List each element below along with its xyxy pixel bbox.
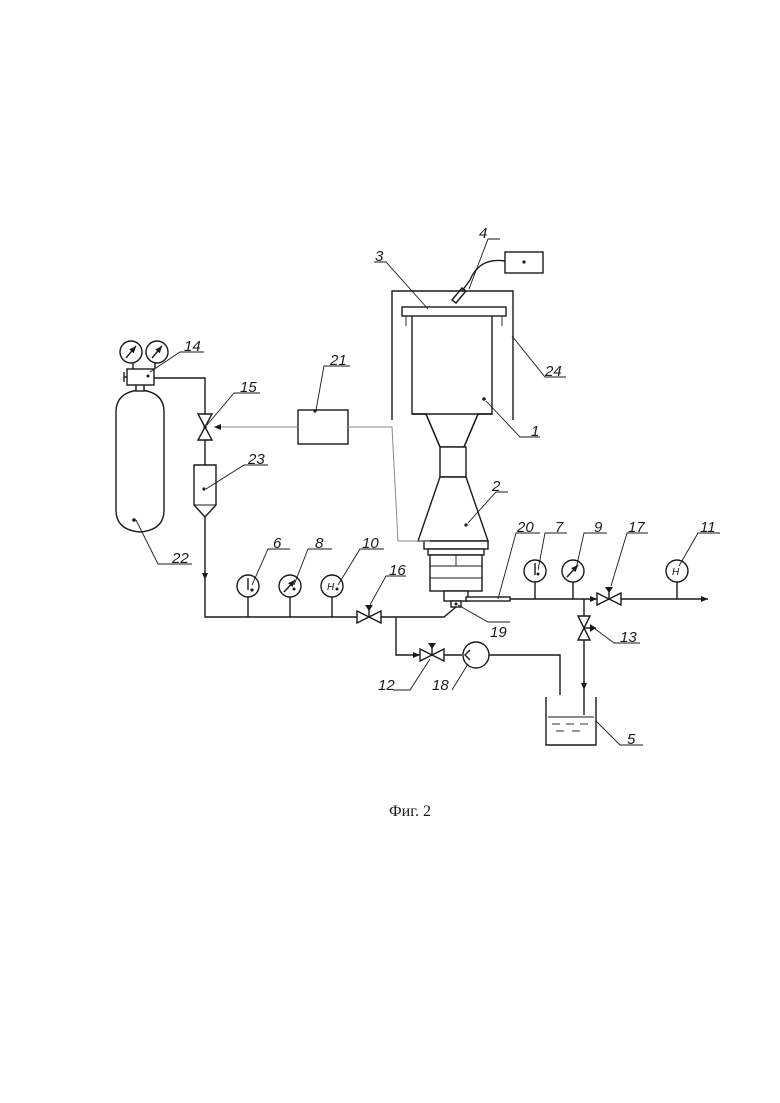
controller-21 (214, 409, 430, 541)
manometer-8 (279, 575, 301, 617)
label-22: 22 (171, 550, 189, 567)
label-9: 9 (594, 519, 603, 536)
thermometer-6 (237, 575, 259, 617)
gas-line-top (154, 378, 205, 414)
gauge-11-text: H (672, 567, 680, 578)
vessel-1 (412, 316, 492, 447)
valve-15 (198, 414, 212, 440)
pump-to-tank-line (489, 655, 560, 695)
label-16: 16 (389, 562, 406, 579)
outlet-nozzle-20 (466, 597, 510, 601)
label-13: 13 (620, 629, 637, 646)
pump-18 (463, 642, 489, 668)
label-20: 20 (516, 519, 534, 536)
ejector-2 (418, 447, 488, 607)
valve-12 (420, 643, 444, 661)
label-12: 12 (378, 677, 395, 694)
label-24: 24 (544, 363, 562, 380)
label-21: 21 (329, 352, 347, 369)
hygrometer-11: H (666, 560, 688, 599)
label-15: 15 (240, 379, 257, 396)
label-4: 4 (479, 225, 487, 242)
label-6: 6 (273, 535, 282, 552)
manometer-9 (562, 560, 584, 599)
label-14: 14 (184, 338, 201, 355)
label-3: 3 (375, 248, 384, 265)
inlet-line-to-19 (381, 607, 456, 617)
tank-5 (546, 697, 596, 745)
valve-13 (578, 616, 596, 640)
label-7: 7 (555, 519, 564, 536)
hygrometer-10: H (321, 575, 343, 617)
valve-16 (357, 605, 381, 623)
label-8: 8 (315, 535, 324, 552)
gas-cylinder-22 (116, 384, 164, 532)
label-17: 17 (628, 519, 645, 536)
gauge-10-text: H (327, 582, 335, 593)
label-10: 10 (362, 535, 379, 552)
reducer-gauge-right (146, 341, 168, 363)
label-1: 1 (531, 423, 539, 440)
filter-23 (194, 465, 216, 517)
valve-17 (597, 587, 621, 605)
thermometer-7 (524, 560, 546, 599)
label-18: 18 (432, 677, 449, 694)
label-11: 11 (700, 519, 716, 536)
reducer-gauge-left (120, 341, 142, 363)
branch-line (396, 617, 410, 655)
lid-3 (402, 307, 506, 326)
sensor-4 (452, 252, 543, 303)
label-23: 23 (247, 451, 265, 468)
label-5: 5 (627, 731, 636, 748)
label-2: 2 (491, 478, 501, 495)
label-19: 19 (490, 624, 507, 641)
figure-caption: Фиг. 2 (370, 803, 450, 821)
